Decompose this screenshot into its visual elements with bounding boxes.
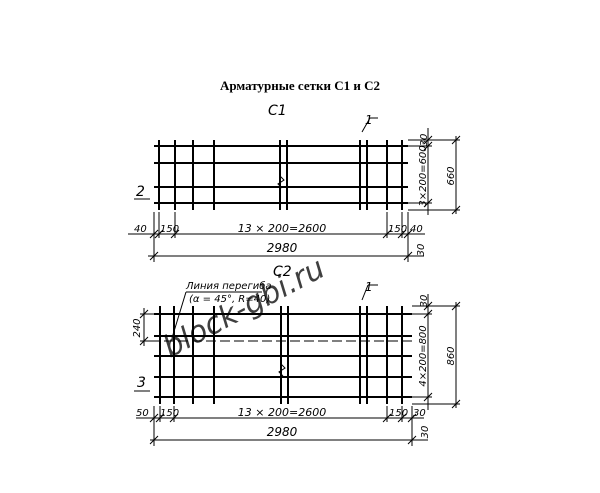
mesh-c1-callout-leader (361, 117, 371, 133)
mesh-c1-dim-150-left: 150 (160, 224, 179, 235)
mesh-c1-right-dimensions (408, 128, 461, 215)
mesh-c2-right-dimensions (412, 294, 461, 410)
mesh-c1-dim-span: 13 × 200=2600 (238, 222, 326, 235)
mesh-c2-break-mark (278, 363, 286, 377)
bend-line-params: (α = 45°, R=40) (189, 294, 270, 305)
mesh-c2-left-dimension (139, 308, 154, 346)
mesh-c2-callout-leader (361, 284, 369, 301)
mesh-c1-dim-40-right: 40 (410, 224, 423, 235)
mesh-c2-label: С2 (273, 264, 292, 280)
mesh-c2-dim-span: 13 × 200=2600 (238, 406, 326, 419)
mesh-c2-dim-right-860: 860 (446, 346, 457, 365)
mesh-c1-callout-2: 2 (136, 184, 145, 200)
mesh-c2-dim-30-right: 30 (413, 408, 426, 419)
mesh-c1-transverse-bars (158, 140, 403, 210)
mesh-c2-bottom-dimensions (136, 406, 428, 446)
bend-line-label: Линия перегиба (185, 280, 272, 292)
mesh-c2-dim-total: 2980 (267, 425, 298, 439)
mesh-c2-dim-150-right: 150 (389, 408, 408, 419)
mesh-c2-dim-50-left: 50 (136, 408, 149, 419)
mesh-c2-dim-150-left: 150 (160, 408, 179, 419)
mesh-c1-callout-1: 1 (365, 113, 373, 127)
mesh-c2-longitudinal-bars (154, 313, 412, 398)
mesh-c1: С1 (128, 103, 461, 262)
mesh-c2-transverse-bars (159, 306, 403, 404)
mesh-c1-bottom-dimensions (128, 212, 425, 262)
mesh-c2-dim-right-800: 4×200=800 (418, 325, 429, 386)
mesh-c1-break-mark (277, 175, 285, 189)
mesh-c1-dim-right-600: 3×200=600 (418, 145, 429, 206)
mesh-c2-callout-3: 3 (137, 375, 146, 391)
mesh-c1-dim-right-660: 660 (446, 166, 457, 185)
mesh-c1-dim-total: 2980 (267, 241, 298, 255)
mesh-c2-dim-30-bottom: 30 (420, 426, 431, 439)
mesh-c1-dim-right-30: 30 (419, 134, 430, 147)
mesh-c2: С2 Линия перегиба (α = 45°, R=40) (132, 264, 461, 446)
mesh-c1-dim-150-right: 150 (388, 224, 407, 235)
mesh-c1-dim-40-left: 40 (134, 224, 147, 235)
watermark: block-gbi.ru (157, 251, 330, 365)
mesh-c2-dim-right-30: 30 (419, 295, 430, 308)
mesh-c2-callout-1: 1 (365, 280, 373, 294)
mesh-c1-dim-30-bottom: 30 (416, 244, 427, 257)
mesh-c2-dim-240: 240 (132, 318, 143, 337)
drawing-title: Арматурные сетки С1 и С2 (219, 78, 381, 93)
mesh-c1-label: С1 (268, 103, 287, 119)
